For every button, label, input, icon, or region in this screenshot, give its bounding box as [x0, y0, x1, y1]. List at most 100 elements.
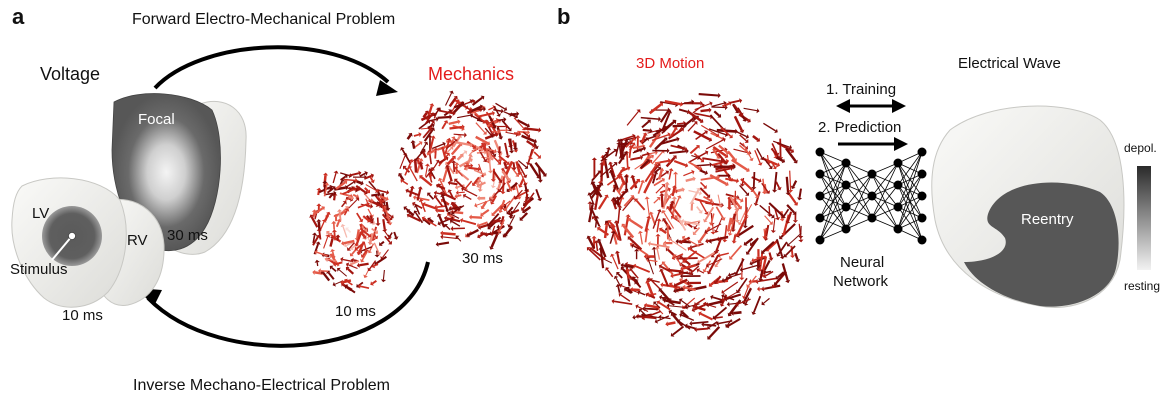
nn-node [867, 169, 877, 179]
motion-arrow [664, 99, 681, 106]
motion-arrow-head [795, 259, 800, 263]
motion-arrow [327, 258, 337, 262]
motion-arrow [670, 144, 686, 150]
motion-arrow [687, 110, 703, 123]
motion-arrow-head [453, 95, 458, 100]
motion-arrow [369, 260, 377, 270]
motion-arrow-head [497, 152, 503, 156]
motion-arrow-head [692, 231, 697, 235]
motion-arrow [369, 232, 374, 243]
motion-arrow [770, 160, 776, 168]
motion-arrow-head [468, 214, 472, 220]
motion-arrow-head [606, 147, 612, 151]
motion-arrow-head [720, 202, 724, 208]
motion-arrow-head [709, 198, 713, 203]
motion-arrow [751, 176, 760, 182]
motion-arrow [424, 203, 437, 210]
motion-arrow [743, 285, 750, 297]
nn-connection [819, 162, 847, 197]
motion-arrow [523, 205, 532, 213]
motion-arrow [787, 192, 797, 205]
motion-arrow [641, 138, 648, 145]
motion-arrow [672, 325, 685, 336]
motion-arrow-head [596, 238, 602, 242]
motion-arrow [640, 134, 647, 144]
motion-arrow-head [721, 297, 725, 302]
motion-arrow-head [591, 157, 597, 160]
motion-arrow-head [772, 165, 777, 170]
motion-arrow-head [506, 188, 511, 193]
motion-arrow-head [679, 255, 683, 260]
motion-arrow [643, 310, 661, 319]
motion-arrow-head [363, 249, 369, 253]
motion-arrow-head [742, 225, 748, 229]
motion-arrow-head [360, 180, 364, 186]
motion-arrow-head [477, 116, 481, 122]
nn-node [917, 213, 927, 223]
motion-arrow [644, 229, 648, 243]
motion-arrow-head [756, 137, 760, 142]
motion-arrow-head [388, 240, 393, 245]
motion-arrow [772, 140, 790, 148]
motion-arrow [698, 251, 715, 263]
motion-arrow-head [500, 108, 504, 114]
motion-arrow-head [639, 308, 643, 313]
motion-arrow-head [358, 170, 362, 176]
motion-arrow [730, 245, 743, 259]
motion-arrow-head [776, 162, 780, 168]
motion-arrow [768, 206, 771, 215]
motion-arrow-head [421, 148, 426, 153]
motion-arrow [360, 285, 370, 290]
motion-arrow [686, 222, 693, 229]
motion-arrow [324, 213, 330, 222]
motion-arrow-head [506, 177, 511, 182]
motion-arrow-head [480, 212, 484, 217]
motion-arrow [696, 206, 702, 212]
motion-arrow-head [659, 167, 665, 172]
motion-arrow-head [663, 137, 668, 142]
motion-arrow-head [698, 209, 703, 214]
motion-arrow-head [682, 284, 686, 290]
motion-arrow [678, 108, 688, 113]
motion-arrow [456, 154, 463, 161]
motion-arrow-head [518, 131, 522, 137]
motion-arrow-head [726, 207, 732, 211]
motion-arrow-head [498, 188, 503, 193]
motion-arrow-head [386, 235, 392, 240]
motion-arrow-head [664, 181, 670, 185]
motion-arrow [372, 226, 378, 239]
motion-arrow [635, 199, 646, 211]
motion-arrow-head [793, 202, 799, 206]
motion-arrow [694, 197, 713, 205]
motion-arrow-head [613, 162, 618, 166]
motion-arrow-head [770, 230, 776, 233]
motion-arrow [468, 166, 479, 171]
motion-arrow-head [739, 198, 744, 203]
motion-arrow-head [672, 254, 677, 258]
motion-arrow-head [421, 216, 426, 221]
motion-arrow [361, 251, 368, 261]
motion-arrow [656, 315, 670, 322]
motion-arrow-head [732, 158, 737, 162]
motion-arrow-head [644, 196, 650, 200]
motion-arrow-head [667, 158, 671, 164]
motion-arrow-head [357, 186, 360, 192]
motion-arrow [794, 252, 799, 261]
motion-arrow [699, 187, 710, 197]
nn-node [917, 191, 927, 201]
motion-arrow [600, 150, 616, 162]
motion-arrow-head [330, 249, 336, 253]
motion-arrow [452, 162, 456, 173]
rv-label: RV [127, 232, 148, 249]
motion-arrow [627, 288, 633, 294]
motion-arrow-head [356, 262, 360, 268]
motion-arrow-head [385, 196, 389, 202]
motion-arrow-head [723, 100, 727, 106]
motion-arrow [484, 119, 491, 126]
motion-arrow [312, 234, 316, 244]
motion-arrow-head [721, 277, 725, 283]
motion-arrow-head [352, 180, 356, 185]
motion-arrow-head [625, 214, 631, 218]
motion-arrow-head [523, 200, 529, 204]
motion-arrow-head [505, 127, 509, 133]
